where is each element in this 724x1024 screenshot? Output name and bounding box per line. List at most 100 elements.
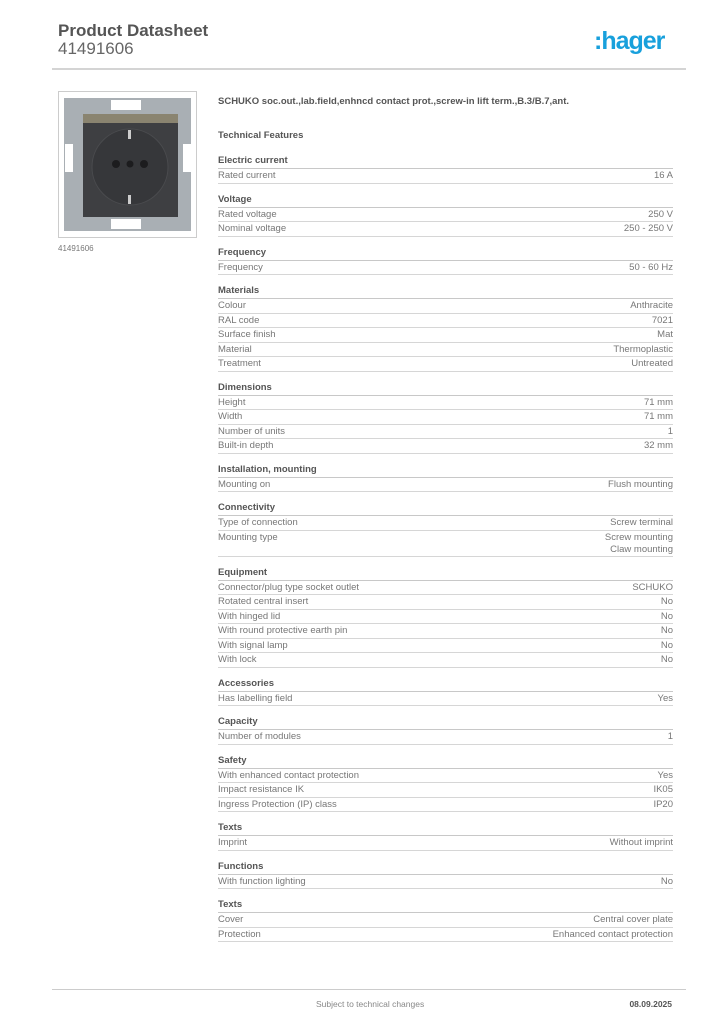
spec-label: Ingress Protection (IP) class bbox=[218, 798, 337, 810]
spec-label: Width bbox=[218, 411, 243, 422]
spec-value: Without imprint bbox=[609, 837, 673, 848]
spec-label: With hinged lid bbox=[218, 610, 281, 622]
spec-value: Enhanced contact protection bbox=[552, 928, 673, 940]
section-title: Dimensions bbox=[218, 381, 673, 396]
spec-label: With lock bbox=[218, 654, 257, 665]
spec-value: SCHUKO bbox=[632, 581, 673, 593]
spec-label: Mounting on bbox=[218, 478, 271, 490]
spec-label: Protection bbox=[218, 928, 261, 940]
spec-label: Impact resistance IK bbox=[218, 784, 305, 795]
spec-label: Built-in depth bbox=[218, 440, 274, 451]
spec-label: With enhanced contact protection bbox=[218, 769, 360, 781]
spec-value: Central cover plate bbox=[593, 914, 673, 925]
spec-label: With round protective earth pin bbox=[218, 625, 348, 636]
spec-row: Material Thermoplastic bbox=[218, 343, 673, 357]
spec-value: IP20 bbox=[653, 798, 673, 810]
section-title: Electric current bbox=[218, 154, 673, 169]
technical-features-title: Technical Features bbox=[218, 130, 304, 141]
spec-row: Impact resistance IK IK05 bbox=[218, 783, 673, 798]
spec-row: Imprint Without imprint bbox=[218, 836, 673, 851]
spec-row: Connector/plug type socket outlet SCHUKO bbox=[218, 581, 673, 595]
page-title: Product Datasheet bbox=[58, 21, 209, 40]
section-title: Connectivity bbox=[218, 501, 673, 516]
section-title: Accessories bbox=[218, 677, 673, 692]
spec-label: Frequency bbox=[218, 261, 263, 273]
spec-value: 50 - 60 Hz bbox=[629, 261, 673, 273]
spec-value: Yes bbox=[657, 769, 674, 781]
section-title: Voltage bbox=[218, 193, 673, 208]
image-caption: 41491606 bbox=[58, 244, 94, 253]
product-image bbox=[58, 91, 197, 238]
section-title: Equipment bbox=[218, 566, 673, 581]
spec-label: Height bbox=[218, 396, 246, 408]
spec-row: With lock No bbox=[218, 653, 673, 668]
spec-value: Anthracite bbox=[630, 300, 673, 311]
section-title: Installation, mounting bbox=[218, 463, 673, 478]
spec-row: With signal lamp No bbox=[218, 639, 673, 653]
spec-value: 71 mm bbox=[643, 396, 673, 408]
spec-label: Colour bbox=[218, 300, 246, 311]
spec-label: Material bbox=[218, 343, 252, 355]
spec-value: Screw terminal bbox=[610, 517, 673, 528]
spec-label: Rotated central insert bbox=[218, 596, 309, 607]
header-divider bbox=[52, 68, 686, 70]
spec-label: Has labelling field bbox=[218, 692, 293, 704]
spec-value: Thermoplastic bbox=[613, 343, 673, 355]
footer-note: Subject to technical changes bbox=[316, 999, 425, 1009]
product-code: 41491606 bbox=[58, 39, 134, 58]
spec-value: No bbox=[660, 654, 673, 665]
spec-row: With round protective earth pin No bbox=[218, 624, 673, 639]
spec-value: IK05 bbox=[653, 784, 673, 795]
spec-label: With signal lamp bbox=[218, 639, 288, 651]
section-title: Materials bbox=[218, 284, 673, 299]
spec-value: No bbox=[660, 625, 673, 636]
spec-row: Frequency 50 - 60 Hz bbox=[218, 261, 673, 275]
spec-label: RAL code bbox=[218, 314, 260, 326]
hager-logo: :hager bbox=[594, 27, 665, 55]
footer-divider bbox=[52, 989, 686, 990]
spec-value: 1 bbox=[667, 425, 673, 437]
spec-value: 1 bbox=[667, 731, 673, 742]
spec-value: No bbox=[660, 875, 673, 887]
spec-label: Number of units bbox=[218, 425, 286, 437]
section-title: Capacity bbox=[218, 715, 673, 730]
spec-label: Rated current bbox=[218, 170, 276, 181]
spec-row: Rotated central insert No bbox=[218, 595, 673, 610]
spec-row: Width 71 mm bbox=[218, 410, 673, 425]
spec-value: 71 mm bbox=[643, 411, 673, 422]
product-description: SCHUKO soc.out.,lab.field,enhncd contact… bbox=[218, 96, 570, 107]
spec-value: 250 - 250 V bbox=[623, 223, 673, 234]
section-title: Functions bbox=[218, 860, 673, 875]
spec-label: Nominal voltage bbox=[218, 223, 287, 234]
spec-value: No bbox=[660, 596, 673, 607]
spec-value: No bbox=[660, 639, 673, 651]
spec-row: Ingress Protection (IP) class IP20 bbox=[218, 798, 673, 812]
spec-label: Mounting type bbox=[218, 531, 278, 543]
spec-label: Imprint bbox=[218, 837, 248, 848]
spec-label: Connector/plug type socket outlet bbox=[218, 581, 360, 593]
spec-row: Colour Anthracite bbox=[218, 299, 673, 314]
spec-value: Untreated bbox=[631, 358, 673, 369]
section-title: Texts bbox=[218, 898, 673, 913]
